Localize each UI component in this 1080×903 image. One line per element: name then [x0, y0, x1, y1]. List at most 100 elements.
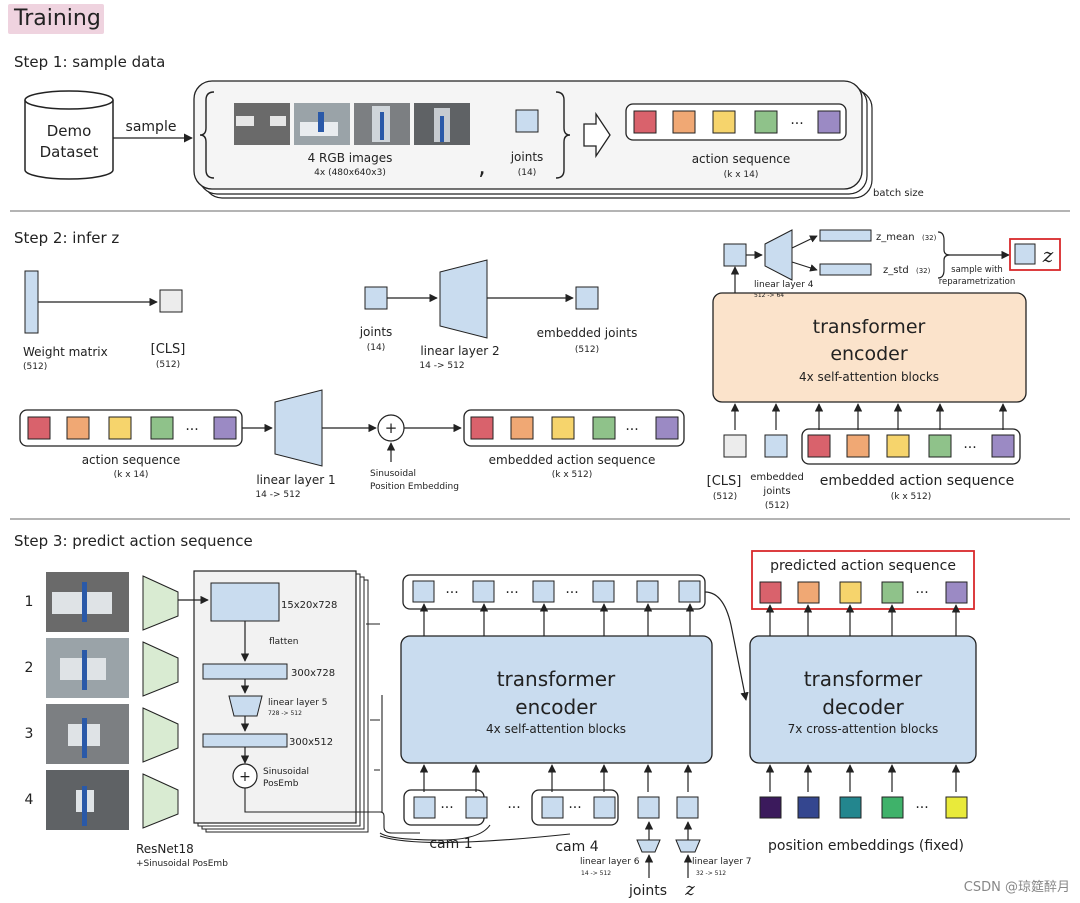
- token: [541, 796, 564, 819]
- joints-dims: (14): [518, 168, 536, 178]
- svg-text:4x self-attention blocks: 4x self-attention blocks: [486, 722, 626, 736]
- cam1-label: cam 1: [429, 836, 472, 852]
- token: [413, 796, 436, 819]
- resnet-backbone: [142, 575, 179, 631]
- token: [754, 110, 778, 134]
- token: [551, 416, 575, 440]
- action-label: action sequence: [692, 152, 791, 166]
- svg-text:decoder: decoder: [822, 695, 904, 719]
- watermark: CSDN @琼筵醉月: [964, 879, 1070, 895]
- enc-cls-label: [CLS]: [707, 474, 742, 489]
- token: [886, 434, 910, 458]
- linear6-dims: 14 -> 512: [581, 870, 611, 877]
- resnet-label: ResNet18: [136, 842, 194, 856]
- cam-number: 2: [25, 660, 34, 676]
- linear2-label: linear layer 2: [420, 344, 499, 358]
- weight-matrix: [24, 270, 39, 334]
- embedded-joints-token: [575, 286, 599, 310]
- token: [213, 416, 237, 440]
- ellipsis: ···: [505, 585, 518, 601]
- token: [945, 796, 968, 819]
- svg-text:transformer: transformer: [804, 667, 923, 691]
- sinusoidal3-line1: Sinusoidal: [263, 767, 309, 777]
- resnet-sub: +Sinusoidal PosEmb: [136, 859, 228, 869]
- action-dims: (k x 14): [724, 170, 759, 180]
- token: [592, 580, 615, 603]
- camera-image-detail: [82, 582, 87, 622]
- svg-text:300x512: 300x512: [289, 737, 333, 748]
- svg-text:(32): (32): [916, 267, 931, 275]
- memory-arrow: [704, 591, 749, 701]
- action-dims-step2: (k x 14): [114, 470, 149, 480]
- right-brace: [555, 91, 571, 179]
- joints-token: [515, 109, 539, 133]
- demo-dataset-cylinder: Demo Dataset: [24, 90, 114, 180]
- action-label-step2: action sequence: [82, 453, 181, 467]
- cam-number: 4: [25, 792, 34, 808]
- z-std-bar: [819, 263, 872, 276]
- linear4-label: linear layer 4: [754, 280, 814, 290]
- svg-text:···: ···: [915, 800, 928, 816]
- encoder-output-tokens: ··· ··· ···: [412, 580, 701, 603]
- token: [759, 581, 782, 604]
- feat-dims: 15x20x728: [281, 600, 337, 611]
- ellipsis: ···: [507, 800, 520, 816]
- ellipsis: ···: [568, 800, 581, 816]
- token: [532, 580, 555, 603]
- embedded-action-dims: (k x 512): [552, 470, 592, 480]
- token: [759, 796, 782, 819]
- token: [150, 416, 174, 440]
- svg-text:transformer: transformer: [497, 667, 616, 691]
- token: [797, 796, 820, 819]
- sample-note-line2: reparametrization: [939, 277, 1016, 287]
- ellipsis: ···: [445, 585, 458, 601]
- token: [839, 796, 862, 819]
- ellipsis: ···: [790, 116, 803, 132]
- token: [839, 581, 862, 604]
- encoder-title-line1: transformer: [813, 316, 926, 338]
- svg-text:(32): (32): [922, 234, 937, 242]
- token: [712, 110, 736, 134]
- linear-layer-2: [439, 259, 488, 339]
- token: [592, 416, 616, 440]
- position-embedding-tokens: [759, 796, 968, 819]
- token: [991, 434, 1015, 458]
- left-brace: [199, 91, 215, 179]
- svg-text:···: ···: [963, 440, 976, 456]
- ellipsis: ···: [565, 585, 578, 601]
- embedded-action-tokens: [470, 416, 679, 440]
- linear5-dims: 728 -> 512: [268, 710, 302, 717]
- encoder-sub: 4x self-attention blocks: [799, 370, 939, 384]
- linear2-dims: 14 -> 512: [419, 361, 464, 371]
- enc-action-tokens: [807, 434, 1015, 458]
- enc-input-arrows: [730, 403, 1008, 430]
- joints-token-step2: [364, 286, 388, 310]
- proj-block: [202, 733, 288, 748]
- svg-text:···: ···: [185, 422, 198, 438]
- token: [412, 580, 435, 603]
- joints-label-step2: joints: [359, 325, 393, 339]
- token: [655, 416, 679, 440]
- weight-dims: (512): [23, 362, 47, 372]
- cam-number: 1: [25, 594, 34, 610]
- images-label: 4 RGB images: [308, 151, 393, 165]
- token: [672, 110, 696, 134]
- svg-text:7x cross-attention blocks: 7x cross-attention blocks: [788, 722, 939, 736]
- predicted-highlight-box: [751, 550, 975, 610]
- token: [108, 416, 132, 440]
- linear-layer-1: [274, 389, 323, 467]
- svg-text:(512): (512): [765, 501, 789, 511]
- token: [66, 416, 90, 440]
- linear6-label: linear layer 6: [580, 857, 640, 867]
- token: [928, 434, 952, 458]
- token: [465, 796, 488, 819]
- linear7-label: linear layer 7: [692, 857, 751, 867]
- token: [881, 796, 904, 819]
- joints-label-step3: joints: [628, 883, 667, 899]
- comma: ,: [478, 152, 486, 180]
- embedded-joints-label: embedded joints: [537, 326, 638, 340]
- weight-label: Weight matrix: [23, 345, 108, 359]
- transformer-decoder: [749, 635, 977, 764]
